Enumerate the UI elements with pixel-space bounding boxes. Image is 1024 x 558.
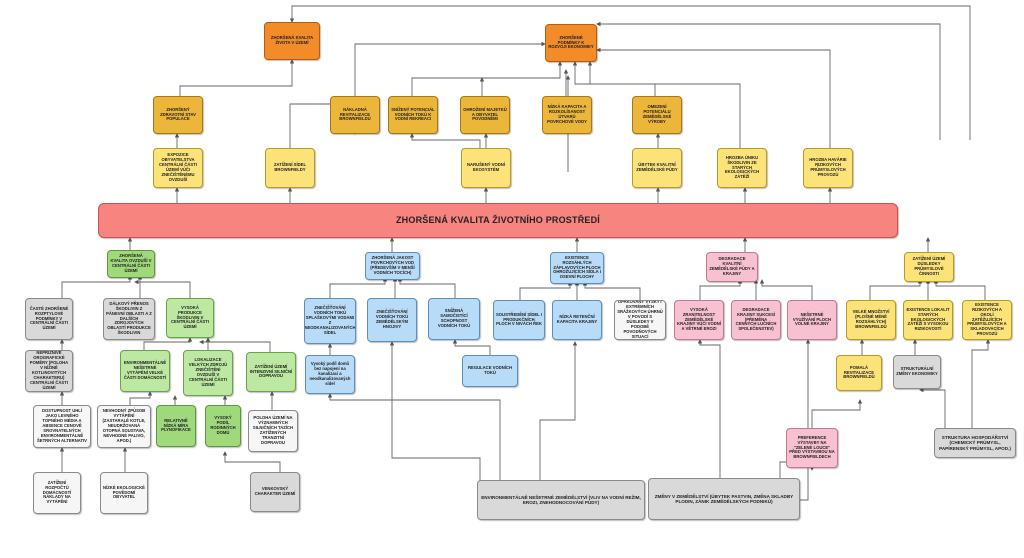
node-n55: ZMĚNY V ZEMĚDĚLSTVÍ (ÚBYTEK PASTVIN, ZMĚ… <box>648 478 800 520</box>
node-n08: OMEZENÍ POTENCIÁLU ZEMĚDĚLSKÉ VÝROBY <box>632 96 682 134</box>
node-n01: ZHORŠENÁ KVALITA ŽIVOTA V ÚZEMÍ <box>264 22 320 60</box>
node-n23: VYSOKÁ PRODUKCE ŠKODLIVIN V CENTRÁLNÍ ČÁ… <box>166 298 214 338</box>
node-n47: VYSOKÝ PODÍL RODINNÝCH DOMŮ <box>205 405 241 447</box>
node-n51: ZATÍŽENÍ ROZPOČTŮ DOMÁCNOSTÍ NÁKLADY NA … <box>33 472 81 514</box>
node-n44: DOSTUPNOST UHLÍ JAKO LEVNĚHO TOPNÉHO MÉD… <box>33 405 91 448</box>
node-n14: HROZBA HAVÁRIE RIZIKOVÝCH PRŮMYSLOVÝCH P… <box>803 148 853 188</box>
node-n50: STRUKTURA HOSPODÁŘSTVÍ (CHEMICKÝ PRŮMYSL… <box>934 428 1016 458</box>
node-n46: RELATIVNĚ NÍZKÁ MÍRA PLYNOFIKACE <box>156 405 196 447</box>
node-n37: ENVIRONMENTÁLNĚ NEŠETRNÉ VYTÁPĚNÍ VELKÉ … <box>120 350 170 392</box>
node-n54: ENVIRONMENTÁLNĚ NEŠETRNÉ ZEMĚDĚLSTVÍ (VL… <box>477 480 645 520</box>
node-n53: VENKOVSKÝ CHARAKTER ÚZEMÍ <box>250 472 300 512</box>
connectors <box>59 5 991 501</box>
node-n40: Vysoký podíl domů bez napojení na kanali… <box>305 355 355 394</box>
node-n03: ZHORŠENÝ ZDRAVOTNÍ STAV POPULACE <box>153 96 203 134</box>
node-n12: ÚBYTEK KVALITNÍ ZEMĚDĚLSKÉ PŮDY <box>632 148 682 188</box>
node-n15-core-problem: ZHORŠENÁ KVALITA ŽIVOTNÍHO PROSTŘEDÍ <box>98 203 898 238</box>
node-n19: DEGRADACE KVALITNÍ ZEMĚDĚLSKÉ PŮDY A KRA… <box>706 252 758 282</box>
node-n11: NARUŠENÝ VODNÍ EKOSYSTÉM <box>461 148 511 188</box>
node-n45: NEVHODNÝ ZPŮSOB VYTÁPĚNÍ (ZASTARALÉ KOTL… <box>97 405 151 448</box>
node-n48: POLOHA ÚZEMÍ NA VÝZNAMNÝCH SILNIČNÍCH TA… <box>248 410 298 452</box>
node-n16: ZHORŠENÁ KVALITA OVZDUŠÍ V CENTRÁLNÍ ČÁS… <box>107 250 155 278</box>
node-n42: POMALÁ REVITALIZACE BROWNFIELDŮ <box>836 355 882 391</box>
node-n13: HROZBA ÚNIKU ŠKODLIVIN ZE STARÝCH EKOLOG… <box>717 148 767 188</box>
node-n21: ČASTÉ ZHORŠENÉ ROZPTYLOVÉ PODMÍNKY V CEN… <box>25 298 73 340</box>
node-n30: VYSOKÁ ZRANITELNOST ZEMĚDĚLSKÉ KRAJINY V… <box>674 300 724 340</box>
node-n33: VELKÉ MNOŽSTVÍ (PLOŠNĚ MÉNĚ ROZSÁHLÝCH) … <box>846 300 896 340</box>
node-n52: NÍZKÉ EKOLOGICKÉ POVĚDOMÍ OBYVATEL <box>100 472 148 514</box>
node-n32: NEŠETRNÉ VYUŽÍVÁNÍ PLOCH VOLNÉ KRAJINY <box>787 300 837 340</box>
node-n39: ZATÍŽENÍ ÚZEMÍ INTENZIVNÍ SILNIČNÍ DOPRA… <box>246 352 296 392</box>
node-n49: PREFERENCE VÝSTAVBY NA "ZELENÉ LOUCE" PŘ… <box>786 428 838 468</box>
node-n38: LOKALIZACE VELKÝCH ZDROJŮ ZNEČIŠTĚNÍ OVZ… <box>183 350 233 396</box>
node-n20: ZATÍŽENÍ ÚZEMÍ DŮSLEDKY PRŮMYSLOVÉ ČINNO… <box>904 252 954 282</box>
node-n22: DÁLKOVÝ PŘENOS ŠKODLIVIN Z PÁNEVNÍ OBLAS… <box>103 298 155 340</box>
node-n10: ZATÍŽENÍ SÍDEL BROWNFIELDY <box>265 148 315 188</box>
node-n27: SOUSTŘEDĚNÍ SÍDEL I PRODUKČNÍCH PLOCH V … <box>493 300 545 340</box>
node-n17: ZHORŠENÁ JAKOST POVRCHOVÝCH VOD (PŘEDEVŠ… <box>365 252 420 280</box>
node-n05: SNÍŽENÝ POTENCIÁL VODNÍCH TOKŮ K VODNÍ R… <box>388 96 438 134</box>
node-n02: ZHORŠENÉ PODMÍNKY K ROZVOJI EKONOMIKY <box>545 24 597 62</box>
node-n09: EXPOZICE OBYVATELSTVA CENTRÁLNÍ ČÁSTI ÚZ… <box>153 148 203 188</box>
node-n41: REGULACE VODNÍCH TOKŮ <box>462 355 518 387</box>
node-n43: STRUKTURÁLNÍ ZMĚNY EKONOMIKY <box>893 355 941 389</box>
node-n07: NÍZKÁ KAPACITA A ROZKOLÍSANOST ÚTVARŮ PO… <box>542 96 592 134</box>
node-n06: OHROŽENÍ MAJETKŮ A OBYVATEL POVODNĚMI <box>460 96 510 134</box>
node-n36: NEPŘÍZNIVÉ OROGRAFICKÉ POMĚRY (POLOHA V … <box>25 350 73 392</box>
node-n31: DEGRADACE KRAJINY SUKCESÍ (PŘEMĚNA CENNÝ… <box>731 300 781 340</box>
node-n29: OPAKOVANÝ VÝSKYT EXTRÉMNÍCH SRÁŽKOVÝCH Ú… <box>614 300 666 340</box>
node-n04: NÁKLADNÁ REVITALIZACE BROWNFIELDŮ <box>330 96 380 134</box>
node-n34: EXISTENCE LOKALIT STARÝCH EKOLOGICKÝCH Z… <box>903 300 953 340</box>
node-n25: ZNEČIŠŤOVÁNÍ VODNÍCH TOKŮ ZEMĚDĚLSKÝM HN… <box>367 298 417 342</box>
node-n35: EXISTENCE RIZIKOVÝCH A OKOLÍ ZATĚŽUJÍCÍC… <box>962 300 1012 340</box>
node-n26: SNÍŽENÁ SAMOČISTÍCÍ SCHOPNOST VODNÍCH TO… <box>428 298 480 340</box>
node-n28: NÍZKÁ RETENČNÍ KAPACITA KRAJINY <box>552 300 602 340</box>
node-n24: ZNEČIŠŤOVÁNÍ VODNÍCH TOKŮ SPLAŠKOVÝMI VO… <box>304 298 356 344</box>
node-n18: EXISTENCE ROZSÁHLÝCH ZÁPLAVOVÝCH PLOCH O… <box>550 252 604 284</box>
